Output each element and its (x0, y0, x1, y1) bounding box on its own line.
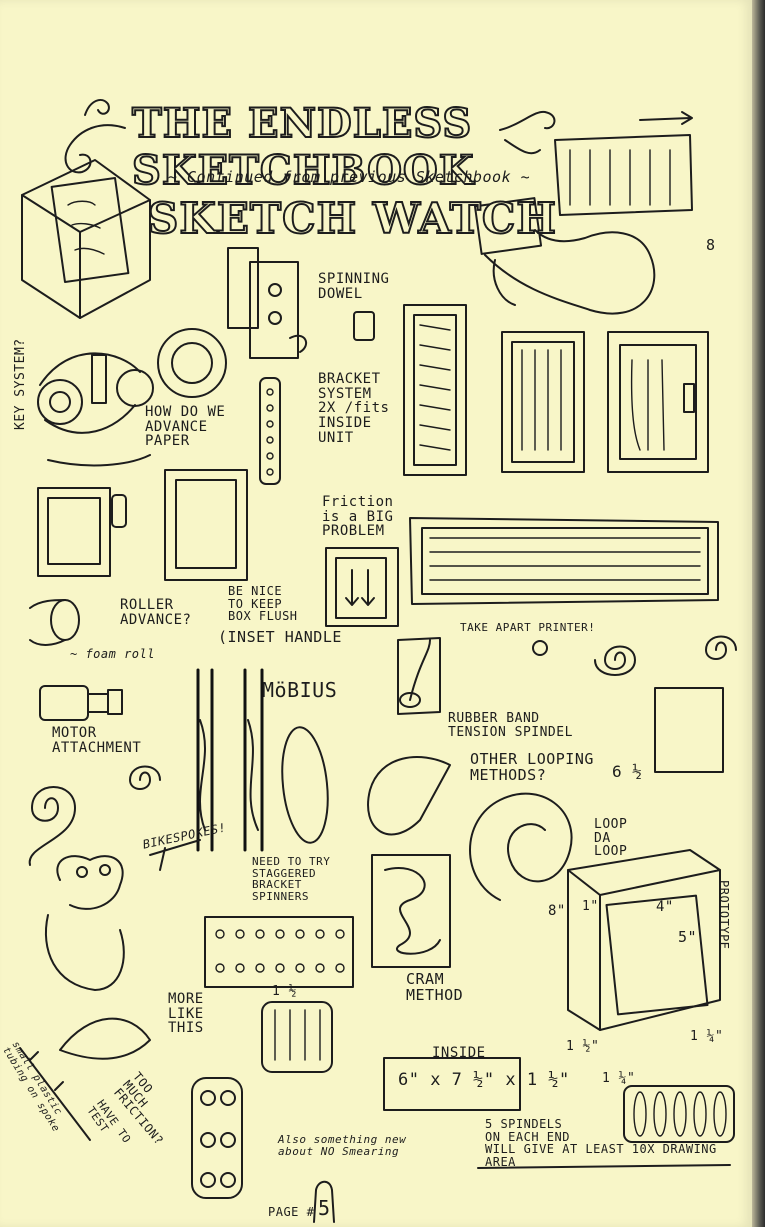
note-cram-method: CRAM METHOD (406, 970, 464, 1004)
bracket-sketch (227, 247, 308, 359)
dim-4: 4" (656, 899, 674, 915)
corner-page-mark: 8 (706, 236, 716, 254)
spindle-loop-box (554, 111, 693, 216)
note-one-half: 1 ½ (272, 984, 297, 999)
note-size-top: 6 ½ (612, 762, 643, 781)
note-roller-advance: ROLLER ADVANCE? (120, 597, 192, 628)
paper-strip-sketch (196, 668, 264, 852)
note-foam-roll: ~ foam roll (70, 647, 155, 661)
rolled-paper-sketch (367, 756, 451, 836)
frog-sketch (44, 855, 125, 991)
note-inside-label: INSIDE (432, 1045, 486, 1061)
roller-frame-sketch (37, 469, 248, 581)
mobius-loop-sketch (281, 726, 329, 844)
friction-bracket-sketch (191, 1077, 243, 1199)
staggered-bracket-sketch (204, 916, 354, 988)
sketch-watch-device-sketch (21, 159, 151, 319)
note-how-advance: HOW DO WE ADVANCE PAPER (145, 404, 226, 450)
note-key-system: KEY SYSTEM? (13, 338, 28, 430)
project-title: SKETCH WATCH (147, 193, 557, 244)
page-label: PAGE # (268, 1205, 315, 1219)
note-motor: MOTOR ATTACHMENT (52, 725, 142, 756)
prototype-box-sketch (567, 849, 721, 1031)
sliding-panel-sketch (325, 547, 399, 627)
title-swirl-right (499, 110, 556, 155)
hand-sketch (313, 1180, 335, 1223)
spoke-tubing-sketch (19, 1047, 91, 1141)
page-number: 5 (318, 1196, 331, 1220)
notebook-spine (752, 0, 765, 1227)
bike-spokes-sketch (149, 839, 201, 871)
note-staggered: NEED TO TRY STAGGERED BRACKET SPINNERS (252, 855, 331, 903)
dim-1c: 1 ¼" (602, 1071, 636, 1086)
loop-da-loop-sketch (469, 792, 573, 901)
key-wind-sketch (37, 328, 227, 467)
dim-8: 8" (548, 903, 566, 919)
sketchbook-title: THE ENDLESS SKETCHBOOK (131, 99, 475, 195)
dim-1a: 1" (582, 899, 599, 914)
note-inset-handle: (INSET HANDLE (218, 628, 342, 646)
loop-frame-tall (403, 304, 467, 476)
dowel-sketch (353, 311, 375, 341)
title-swirl-left (64, 99, 126, 174)
foam-roll-sketch (29, 599, 80, 646)
bracket-bar-sketch (259, 377, 281, 485)
motor-sketch (39, 685, 123, 721)
note-loop-da-loop: LOOP DA LOOP (594, 817, 628, 860)
note-spindels: 5 SPINDELS ON EACH END WILL GIVE AT LEAS… (485, 1117, 717, 1169)
note-be-nice: BE NICE TO KEEP BOX FLUSH (228, 584, 298, 624)
paddle-bracket-sketch (261, 1001, 333, 1073)
summary-underline (477, 1164, 731, 1169)
dim-1b: 1 ½" (566, 1039, 600, 1054)
dim-5: 5" (678, 928, 698, 946)
spiral-sketches (28, 635, 737, 866)
tension-spindle-sketch (397, 637, 441, 715)
five-spindles-sketch (623, 1085, 735, 1143)
dim-1d: 1 ¼" (690, 1029, 724, 1044)
loop-frame-mid (501, 331, 585, 473)
note-friction: Friction is a BIG PROBLEM (322, 494, 394, 540)
note-bracket-system: BRACKET SYSTEM 2X /fits INSIDE UNIT (318, 371, 390, 446)
continued-subtitle: ~ Continued from previous Sketchbook ~ (168, 168, 531, 186)
note-take-apart: TAKE APART PRINTER! (460, 621, 596, 634)
note-inside-dims: 6" x 7 ½" x 1 ½" (398, 1070, 570, 1090)
note-more-like-this: MORE LIKE THIS (168, 991, 204, 1037)
inside-dims-box (383, 1057, 521, 1111)
paper-roll-sketch (59, 1017, 151, 1060)
note-other-looping: OTHER LOOPING METHODS? (470, 750, 594, 784)
note-rubber-band: RUBBER BAND TENSION SPINDEL (448, 711, 573, 740)
note-prototype: PROTOTYPE (717, 880, 731, 950)
note-spinning-dowel: SPINNING DOWEL (318, 271, 390, 302)
paper-square-sketch (654, 687, 724, 773)
loop-frame-right (607, 331, 709, 473)
cram-method-sketch (371, 854, 451, 968)
note-also: Also something new about NO Smearing (278, 1133, 407, 1158)
note-mobius: MöBIUS (262, 678, 338, 702)
watch-on-wrist-sketch (473, 197, 656, 315)
horizontal-loop-frame (409, 517, 719, 605)
